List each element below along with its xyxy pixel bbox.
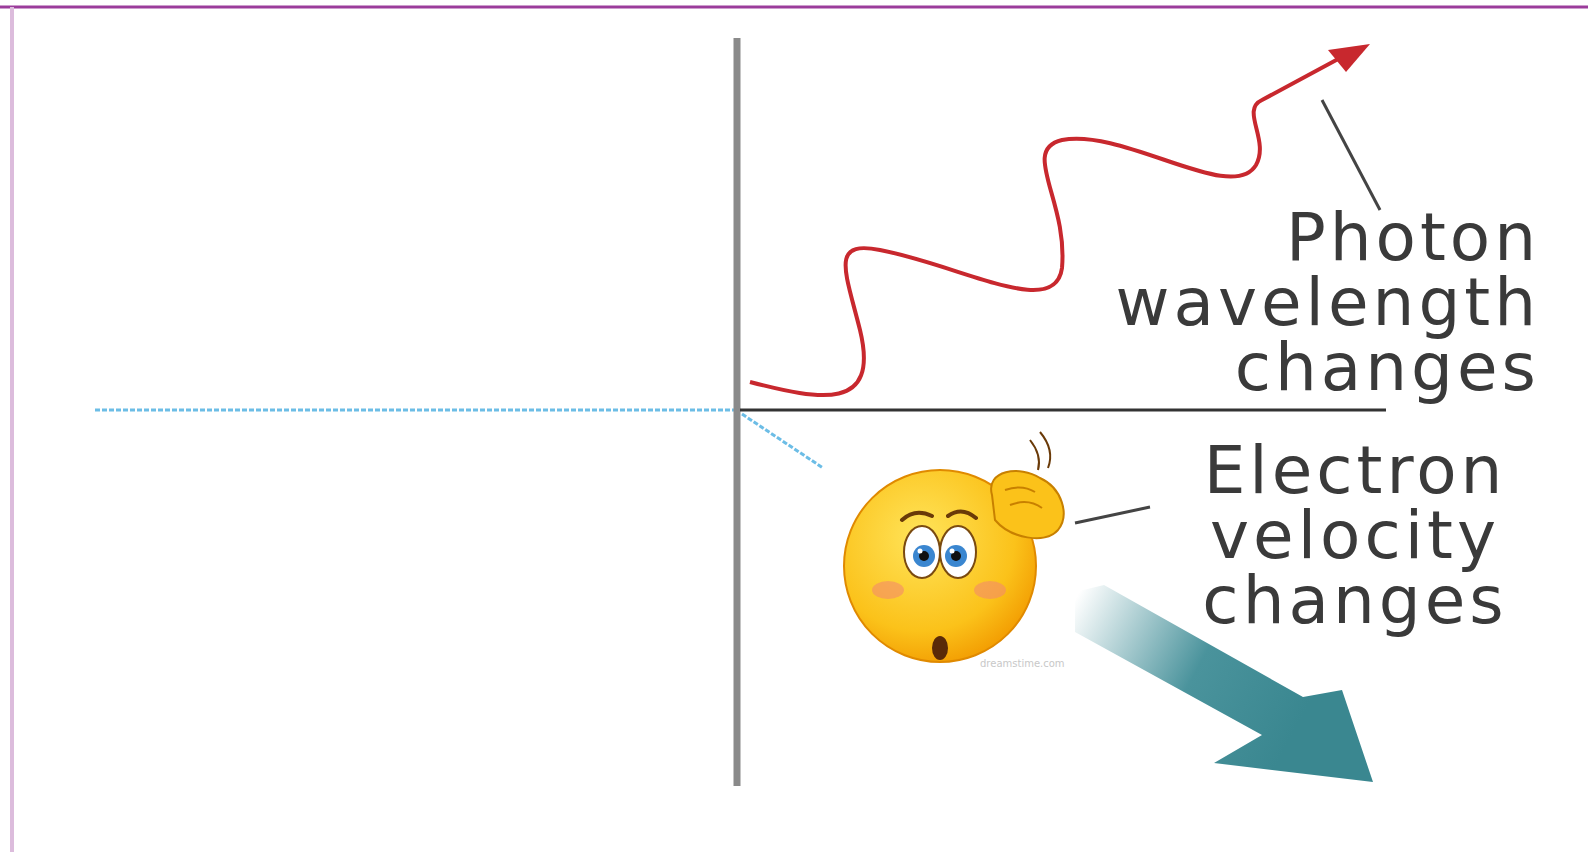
- incident-path: [95, 409, 740, 412]
- leader-line: [1075, 507, 1150, 523]
- reference-line: [740, 409, 1386, 412]
- vertical-axis: [734, 38, 741, 786]
- watermark: dreamstime.com: [980, 658, 1100, 670]
- photon-label: Photon wavelength changes: [1060, 205, 1540, 400]
- frame-left: [10, 7, 14, 852]
- leader-line: [1322, 100, 1380, 210]
- photon-arrowhead: [1328, 44, 1370, 72]
- confused-emoji: [844, 432, 1064, 662]
- electron-label: Electron velocity changes: [1155, 438, 1555, 633]
- frame-top: [0, 6, 1588, 9]
- electron-path: [742, 414, 823, 468]
